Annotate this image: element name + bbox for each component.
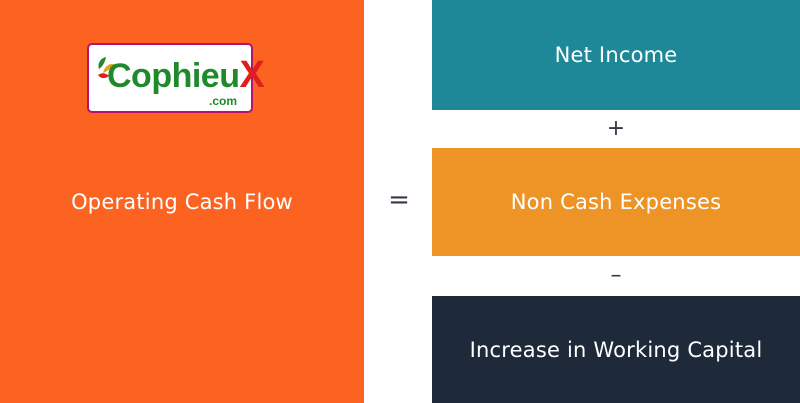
net-income-label: Net Income xyxy=(554,43,678,67)
non-cash-expenses-box: Non Cash Expenses xyxy=(432,148,800,256)
minus-operator: – xyxy=(610,263,622,288)
working-capital-box: Increase in Working Capital xyxy=(432,296,800,403)
leaf-handshake-icon xyxy=(98,57,114,79)
logo-word-accent: X xyxy=(239,54,265,96)
net-income-box: Net Income xyxy=(432,0,800,110)
equals-sign: = xyxy=(388,185,410,215)
operating-cash-flow-label: Operating Cash Flow xyxy=(71,189,293,214)
plus-operator: + xyxy=(606,116,626,141)
non-cash-expenses-label: Non Cash Expenses xyxy=(510,190,722,214)
logo-wordmark: CophieuX xyxy=(107,54,265,96)
logo-word-main: Cophieu xyxy=(107,57,240,95)
logo-domain: .com xyxy=(208,94,237,108)
cophieux-logo: CophieuX .com xyxy=(87,43,265,113)
working-capital-label: Increase in Working Capital xyxy=(469,337,763,362)
